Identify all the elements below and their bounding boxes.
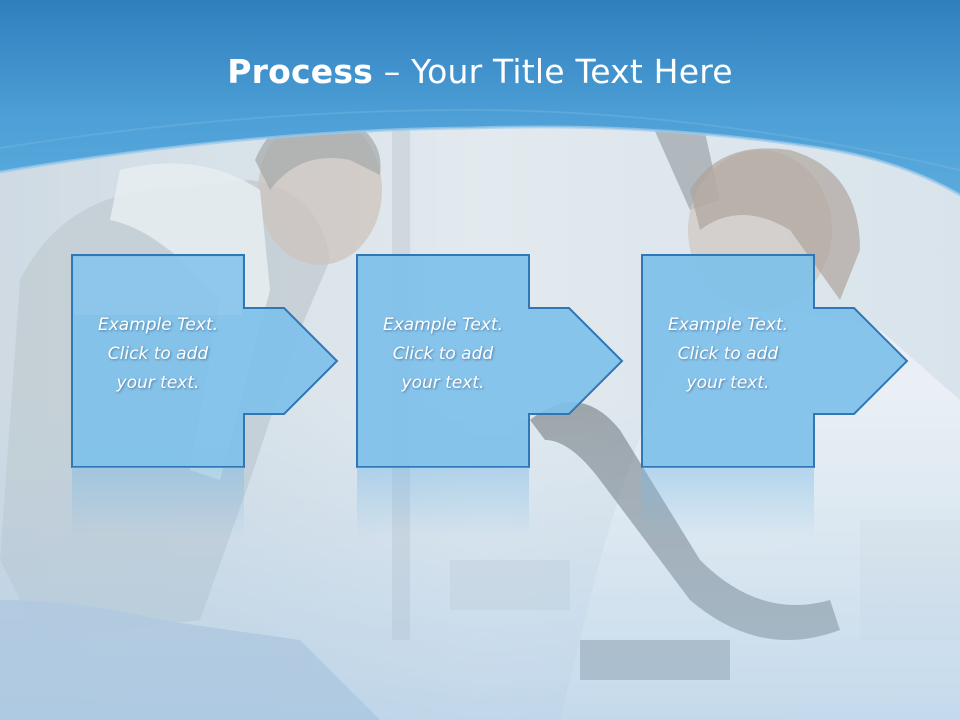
step-reflection xyxy=(72,467,244,537)
step-text-line: your text. xyxy=(401,373,485,393)
step-arrow-shape xyxy=(71,254,339,468)
step-text: Example Text. Click to add your text. xyxy=(642,311,814,398)
step-arrow-shape xyxy=(641,254,909,468)
step-text-line: Click to add xyxy=(677,344,779,364)
step-text-line: Click to add xyxy=(392,344,494,364)
slide-title[interactable]: Process – Your Title Text Here xyxy=(0,52,960,91)
step-text-line: Example Text. xyxy=(97,315,219,335)
process-step-3[interactable]: Example Text. Click to add your text. xyxy=(641,254,912,468)
step-text-line: Click to add xyxy=(107,344,209,364)
process-step-1[interactable]: Example Text. Click to add your text. xyxy=(71,254,342,468)
step-text-line: Example Text. xyxy=(382,315,504,335)
step-reflection xyxy=(642,467,814,537)
title-rest: – Your Title Text Here xyxy=(373,52,733,91)
step-text: Example Text. Click to add your text. xyxy=(72,311,244,398)
step-text-line: Example Text. xyxy=(667,315,789,335)
title-bold: Process xyxy=(227,52,374,91)
process-step-2[interactable]: Example Text. Click to add your text. xyxy=(356,254,627,468)
header-band xyxy=(0,0,960,197)
step-reflection xyxy=(357,467,529,537)
step-text: Example Text. Click to add your text. xyxy=(357,311,529,398)
step-arrow-shape xyxy=(356,254,624,468)
step-text-line: your text. xyxy=(686,373,770,393)
step-text-line: your text. xyxy=(116,373,200,393)
